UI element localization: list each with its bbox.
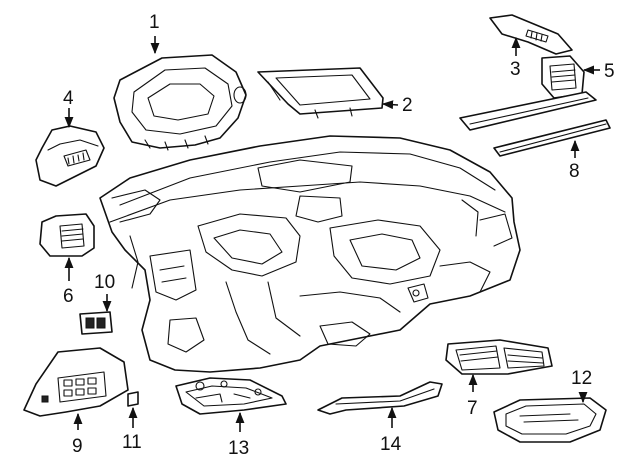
callout-1: 1 — [149, 12, 160, 33]
callout-2: 2 — [402, 95, 413, 116]
part-14-lower-strip — [317, 381, 443, 415]
part-5-side-vent — [541, 55, 585, 99]
instrument-panel-frame — [99, 135, 521, 373]
part-10-switch — [79, 311, 113, 335]
part-6-left-vent — [39, 213, 95, 257]
callout-14: 14 — [380, 434, 402, 455]
callout-10: 10 — [94, 272, 115, 293]
callout-7: 7 — [467, 398, 478, 419]
callout-5: 5 — [604, 61, 615, 82]
part-7-center-vent — [445, 339, 553, 375]
callout-3: 3 — [510, 59, 521, 80]
callout-8: 8 — [569, 161, 580, 182]
part-2-display-bezel — [257, 67, 384, 119]
part-13-console-bracket — [175, 377, 287, 415]
part-4-switch-panel — [35, 125, 105, 187]
callout-12: 12 — [571, 368, 592, 389]
callout-leaders — [64, 36, 600, 432]
part-11-clip — [127, 391, 139, 407]
callout-11: 11 — [122, 432, 142, 453]
part-8-trim-strip — [459, 91, 611, 157]
callout-numbers: 1 2 3 4 5 6 7 8 9 10 11 12 13 14 — [63, 12, 615, 459]
part-1-cluster-bezel — [113, 54, 247, 151]
callout-13: 13 — [228, 438, 249, 459]
callout-4: 4 — [63, 88, 74, 109]
part-9-lower-trim — [23, 347, 129, 417]
callout-6: 6 — [63, 286, 74, 307]
callout-9: 9 — [72, 436, 83, 457]
part-12-lower-tray — [493, 397, 607, 443]
part-3-upper-trim — [489, 14, 573, 55]
